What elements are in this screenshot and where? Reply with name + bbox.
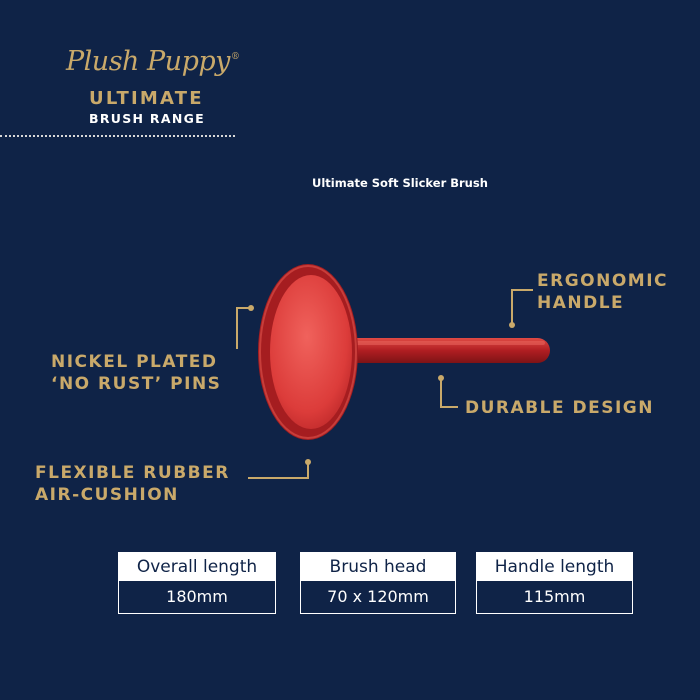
brand-name: Plush Puppy: [66, 46, 230, 77]
callout-nickel-line2: ‘NO RUST’ PINS: [51, 374, 222, 394]
registered-mark: ®: [230, 52, 240, 62]
callout-nickel-line1: NICKEL PLATED: [51, 352, 218, 372]
callout-ergonomic-line1: ERGONOMIC: [537, 271, 669, 291]
spec-value: 180mm: [166, 587, 228, 606]
spec-label: Brush head: [301, 553, 455, 581]
spec-brush-head: Brush head 70 x 120mm: [300, 552, 456, 614]
spec-value: 70 x 120mm: [327, 587, 429, 606]
callout-durable-design: DURABLE DESIGN: [465, 398, 654, 418]
dotted-divider: [0, 135, 235, 137]
callout-ergonomic-handle: ERGONOMIC HANDLE: [537, 270, 668, 314]
range-title: ULTIMATE: [89, 88, 204, 109]
spec-label: Handle length: [477, 553, 632, 581]
callout-flexible-line1: FLEXIBLE RUBBER: [35, 463, 230, 483]
callout-nickel-plated: NICKEL PLATED ‘NO RUST’ PINS: [51, 351, 221, 395]
range-subtitle: BRUSH RANGE: [89, 111, 205, 126]
callout-ergonomic-line2: HANDLE: [537, 293, 625, 313]
callout-flexible-rubber: FLEXIBLE RUBBER AIR-CUSHION: [35, 462, 230, 506]
brush-pins-pad: [270, 275, 352, 429]
callout-leader-lines: [236, 289, 533, 479]
brush-handle: [315, 338, 550, 363]
spec-label: Overall length: [119, 553, 275, 581]
product-title: Ultimate Soft Slicker Brush: [312, 176, 488, 190]
spec-handle-length: Handle length 115mm: [476, 552, 633, 614]
spec-value: 115mm: [523, 587, 586, 606]
spec-overall-length: Overall length 180mm: [118, 552, 276, 614]
brand-logo: Plush Puppy®: [66, 46, 240, 77]
callout-flexible-line2: AIR-CUSHION: [35, 485, 179, 505]
